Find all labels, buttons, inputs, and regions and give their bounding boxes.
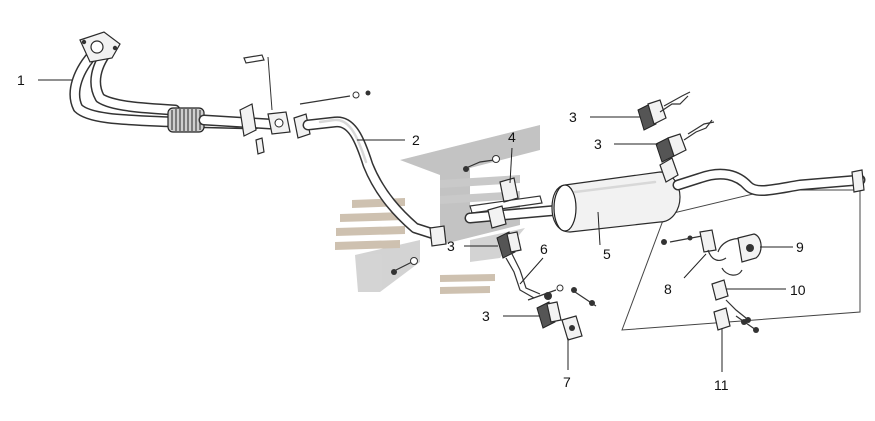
hanger-clip-7 (561, 315, 583, 341)
callout-1: 1 (17, 72, 72, 88)
hanger-detail-panel (621, 189, 861, 331)
callout-11-label: 11 (714, 377, 729, 393)
front-hanger-bracket (463, 155, 543, 229)
callout-10: 10 (726, 282, 806, 298)
callout-11: 11 (714, 328, 729, 393)
callout-3d-label: 3 (482, 308, 490, 324)
rubber-hanger-3-middle (496, 231, 522, 259)
rubber-hanger-3-lower (536, 301, 562, 329)
callout-6: 6 (519, 241, 548, 285)
callout-10-label: 10 (790, 282, 806, 298)
callout-5-label: 5 (603, 246, 611, 262)
callout-3b-label: 3 (594, 136, 602, 152)
muffler (464, 157, 866, 233)
callout-7-label: 7 (563, 374, 571, 390)
bracket-rod (505, 253, 597, 307)
front-exhaust-pipe (69, 31, 291, 155)
callout-9: 9 (760, 239, 804, 255)
callout-3c-label: 3 (447, 238, 455, 254)
rear-hanger-bolt-8 (661, 229, 727, 261)
callout-4: 4 (508, 129, 516, 184)
callout-6-label: 6 (540, 241, 548, 257)
rear-rubber-mount-9 (717, 233, 762, 263)
callout-1-label: 1 (17, 72, 25, 88)
callout-3b: 3 (594, 136, 658, 152)
callout-3a: 3 (569, 109, 640, 125)
callout-2-label: 2 (412, 132, 420, 148)
callout-2: 2 (357, 132, 420, 148)
callout-3d: 3 (482, 308, 540, 324)
rubber-hanger-3-top (637, 91, 691, 131)
callout-8: 8 (664, 253, 707, 297)
callout-5: 5 (597, 211, 611, 262)
callout-3a-label: 3 (569, 109, 577, 125)
rubber-hanger-3-upper (655, 119, 715, 163)
intermediate-pipe (293, 90, 447, 275)
callout-7: 7 (563, 338, 571, 390)
rear-bracket-11 (713, 307, 759, 333)
callout-8-label: 8 (664, 281, 672, 297)
callout-4-label: 4 (508, 129, 516, 145)
callout-3c: 3 (447, 238, 498, 254)
callout-9-label: 9 (796, 239, 804, 255)
